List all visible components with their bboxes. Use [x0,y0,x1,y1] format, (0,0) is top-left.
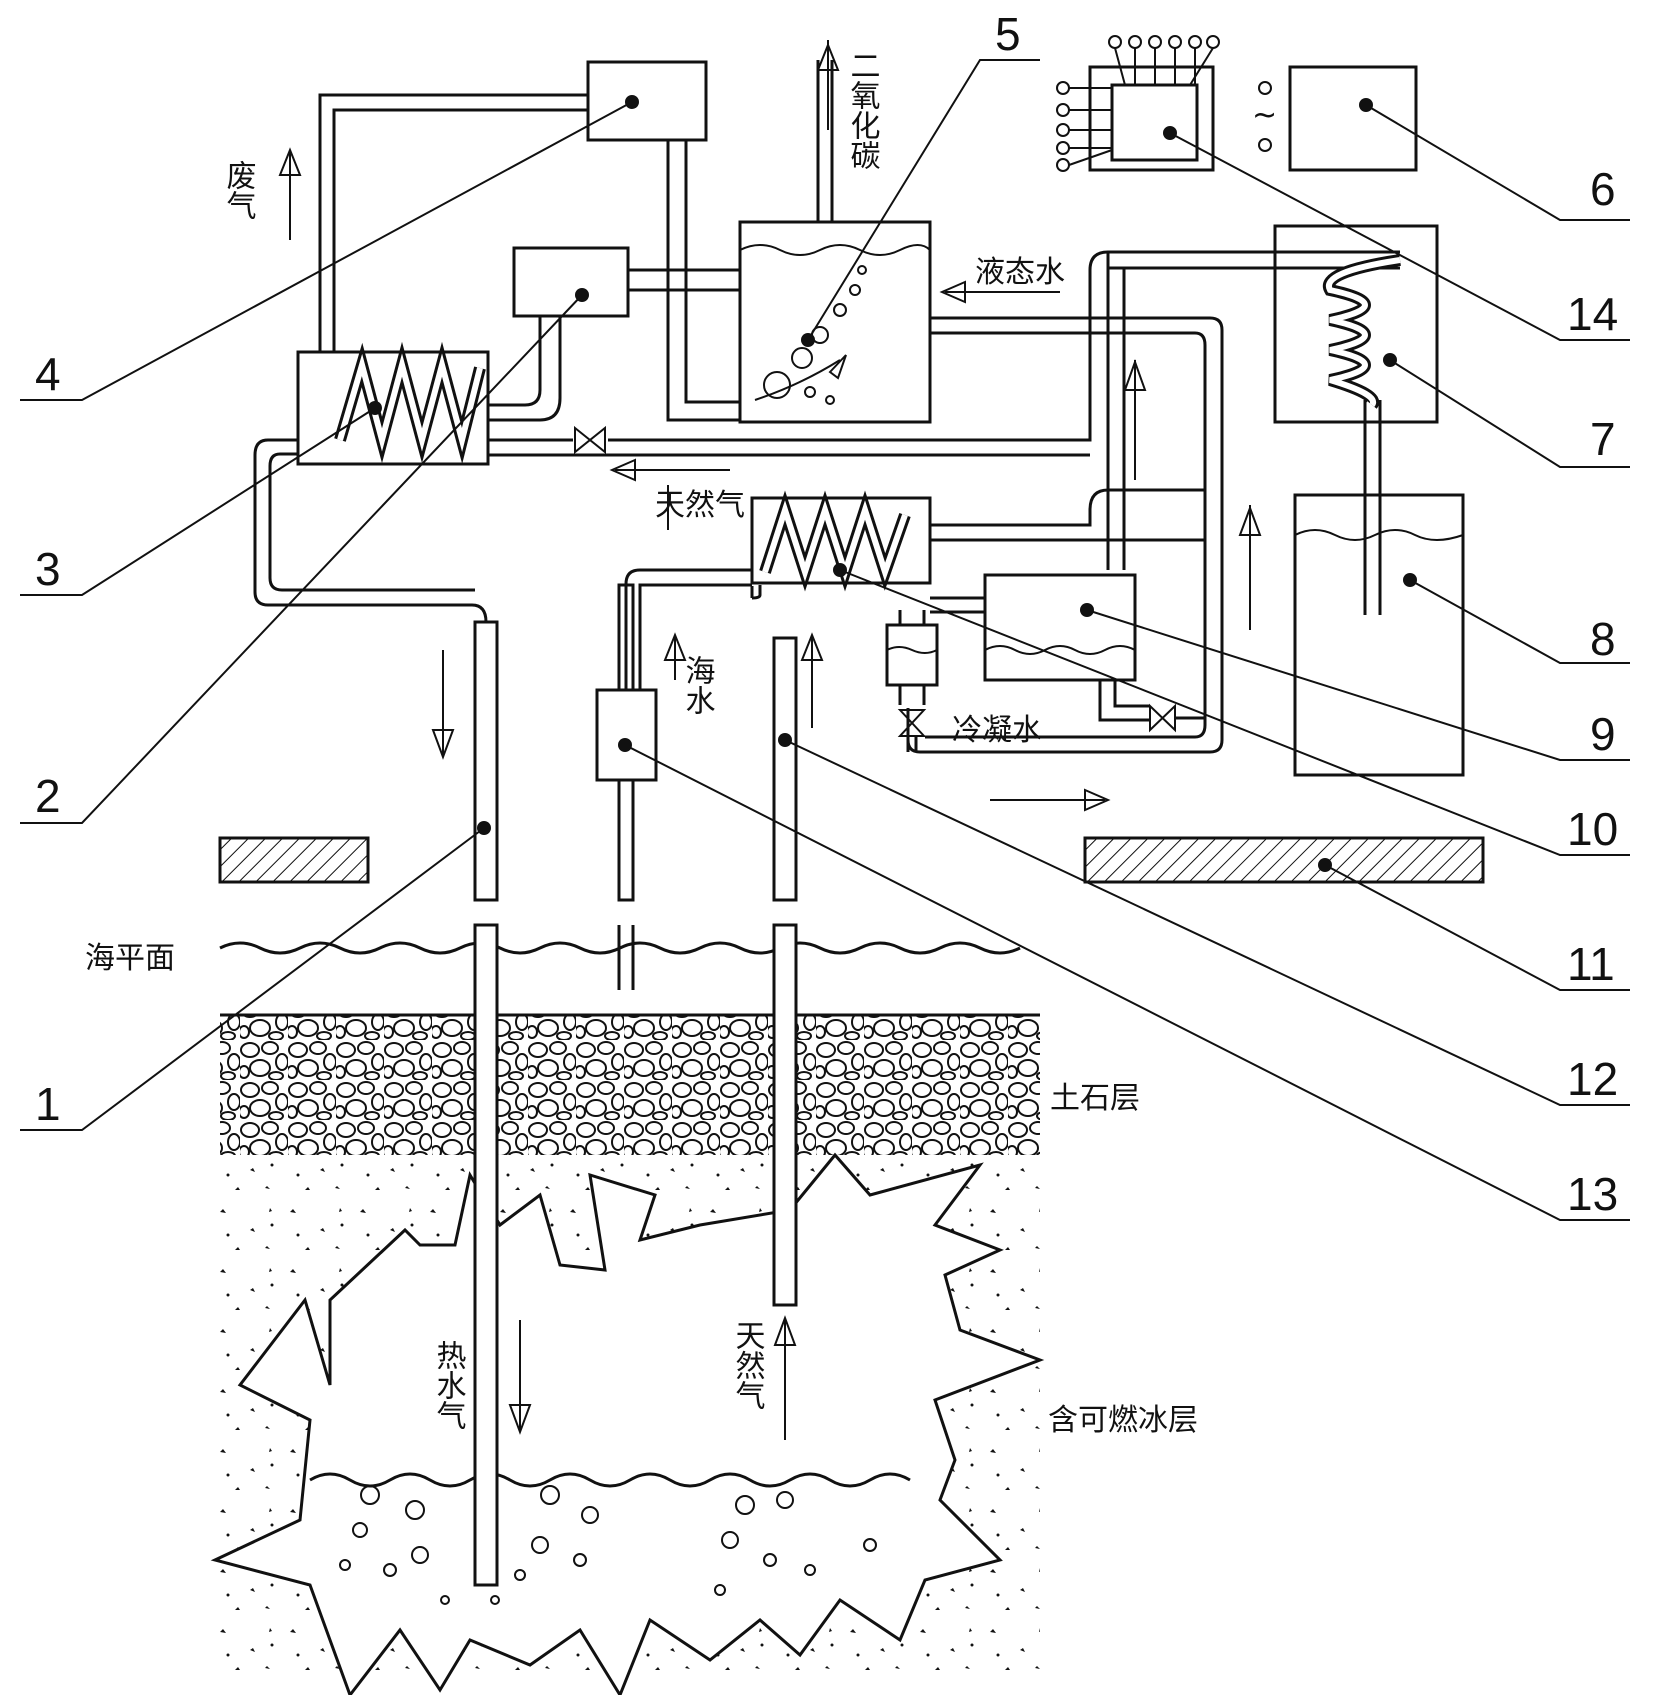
reactor-5 [740,222,930,422]
natural-gas-line [488,252,1400,455]
burner-4 [588,62,706,140]
gas-pipe-upper [774,638,796,900]
hot-steam-pipe-lower [475,925,497,1585]
callout-9: 9 [1590,708,1616,760]
waste-gas-label: 废气 [221,160,257,220]
callout-11: 11 [1567,938,1615,990]
reactor-5-water [740,245,930,255]
hydrate-layer-label: 含可燃冰层 [1048,1403,1198,1438]
natural-gas-label-top: 天然气 [655,488,745,523]
ac-symbol: ~ [1252,98,1277,133]
callout-6: 6 [1590,163,1616,215]
callout-2: 2 [35,770,61,822]
natural-gas-label-bottom: 天然气 [730,1320,766,1410]
steam-outlet-pipe [255,440,486,622]
callout-8: 8 [1590,613,1616,665]
exhaust-duct [320,95,588,352]
callout-dots [368,95,1417,872]
condensate-valve-left [900,710,924,736]
co2-outlet [818,60,832,222]
main-drawing [215,36,1483,1695]
sea-level-label: 海平面 [85,941,175,976]
soil-rock-layer [220,1015,1040,1155]
callout-7: 7 [1590,413,1616,465]
callout-4: 4 [35,348,61,400]
callout-1: 1 [35,1078,61,1130]
callout-10: 10 [1567,803,1618,855]
platform-right [1085,838,1483,882]
condensate-tank-9 [985,575,1135,680]
callout-3: 3 [35,543,61,595]
hot-steam-pipe-upper [475,622,497,900]
sea-water-label: 海水 [680,655,715,715]
callout-12: 12 [1567,1053,1618,1105]
controller-14-inner [1112,85,1197,160]
seawater-pump [597,690,656,780]
trap [887,625,937,685]
callout-14: 14 [1567,288,1618,340]
controller-terminals [1057,36,1219,171]
gas-pipe-lower [774,925,796,1305]
condensed-water-label: 冷凝水 [952,713,1042,748]
co2-label: 二氧化碳 [845,50,881,170]
liquid-water-label: 液态水 [975,255,1065,290]
power-supply-6 [1290,67,1416,170]
condensate-valve-right [1150,706,1175,730]
reactor-5-bubbles [764,266,866,404]
soil-rock-layer-label: 土石层 [1050,1081,1140,1116]
platform-left [220,838,368,882]
gas-valve [575,428,605,452]
callout-5: 5 [995,8,1021,60]
hot-steam-label: 热水气 [431,1340,467,1430]
callout-13: 13 [1567,1168,1618,1220]
